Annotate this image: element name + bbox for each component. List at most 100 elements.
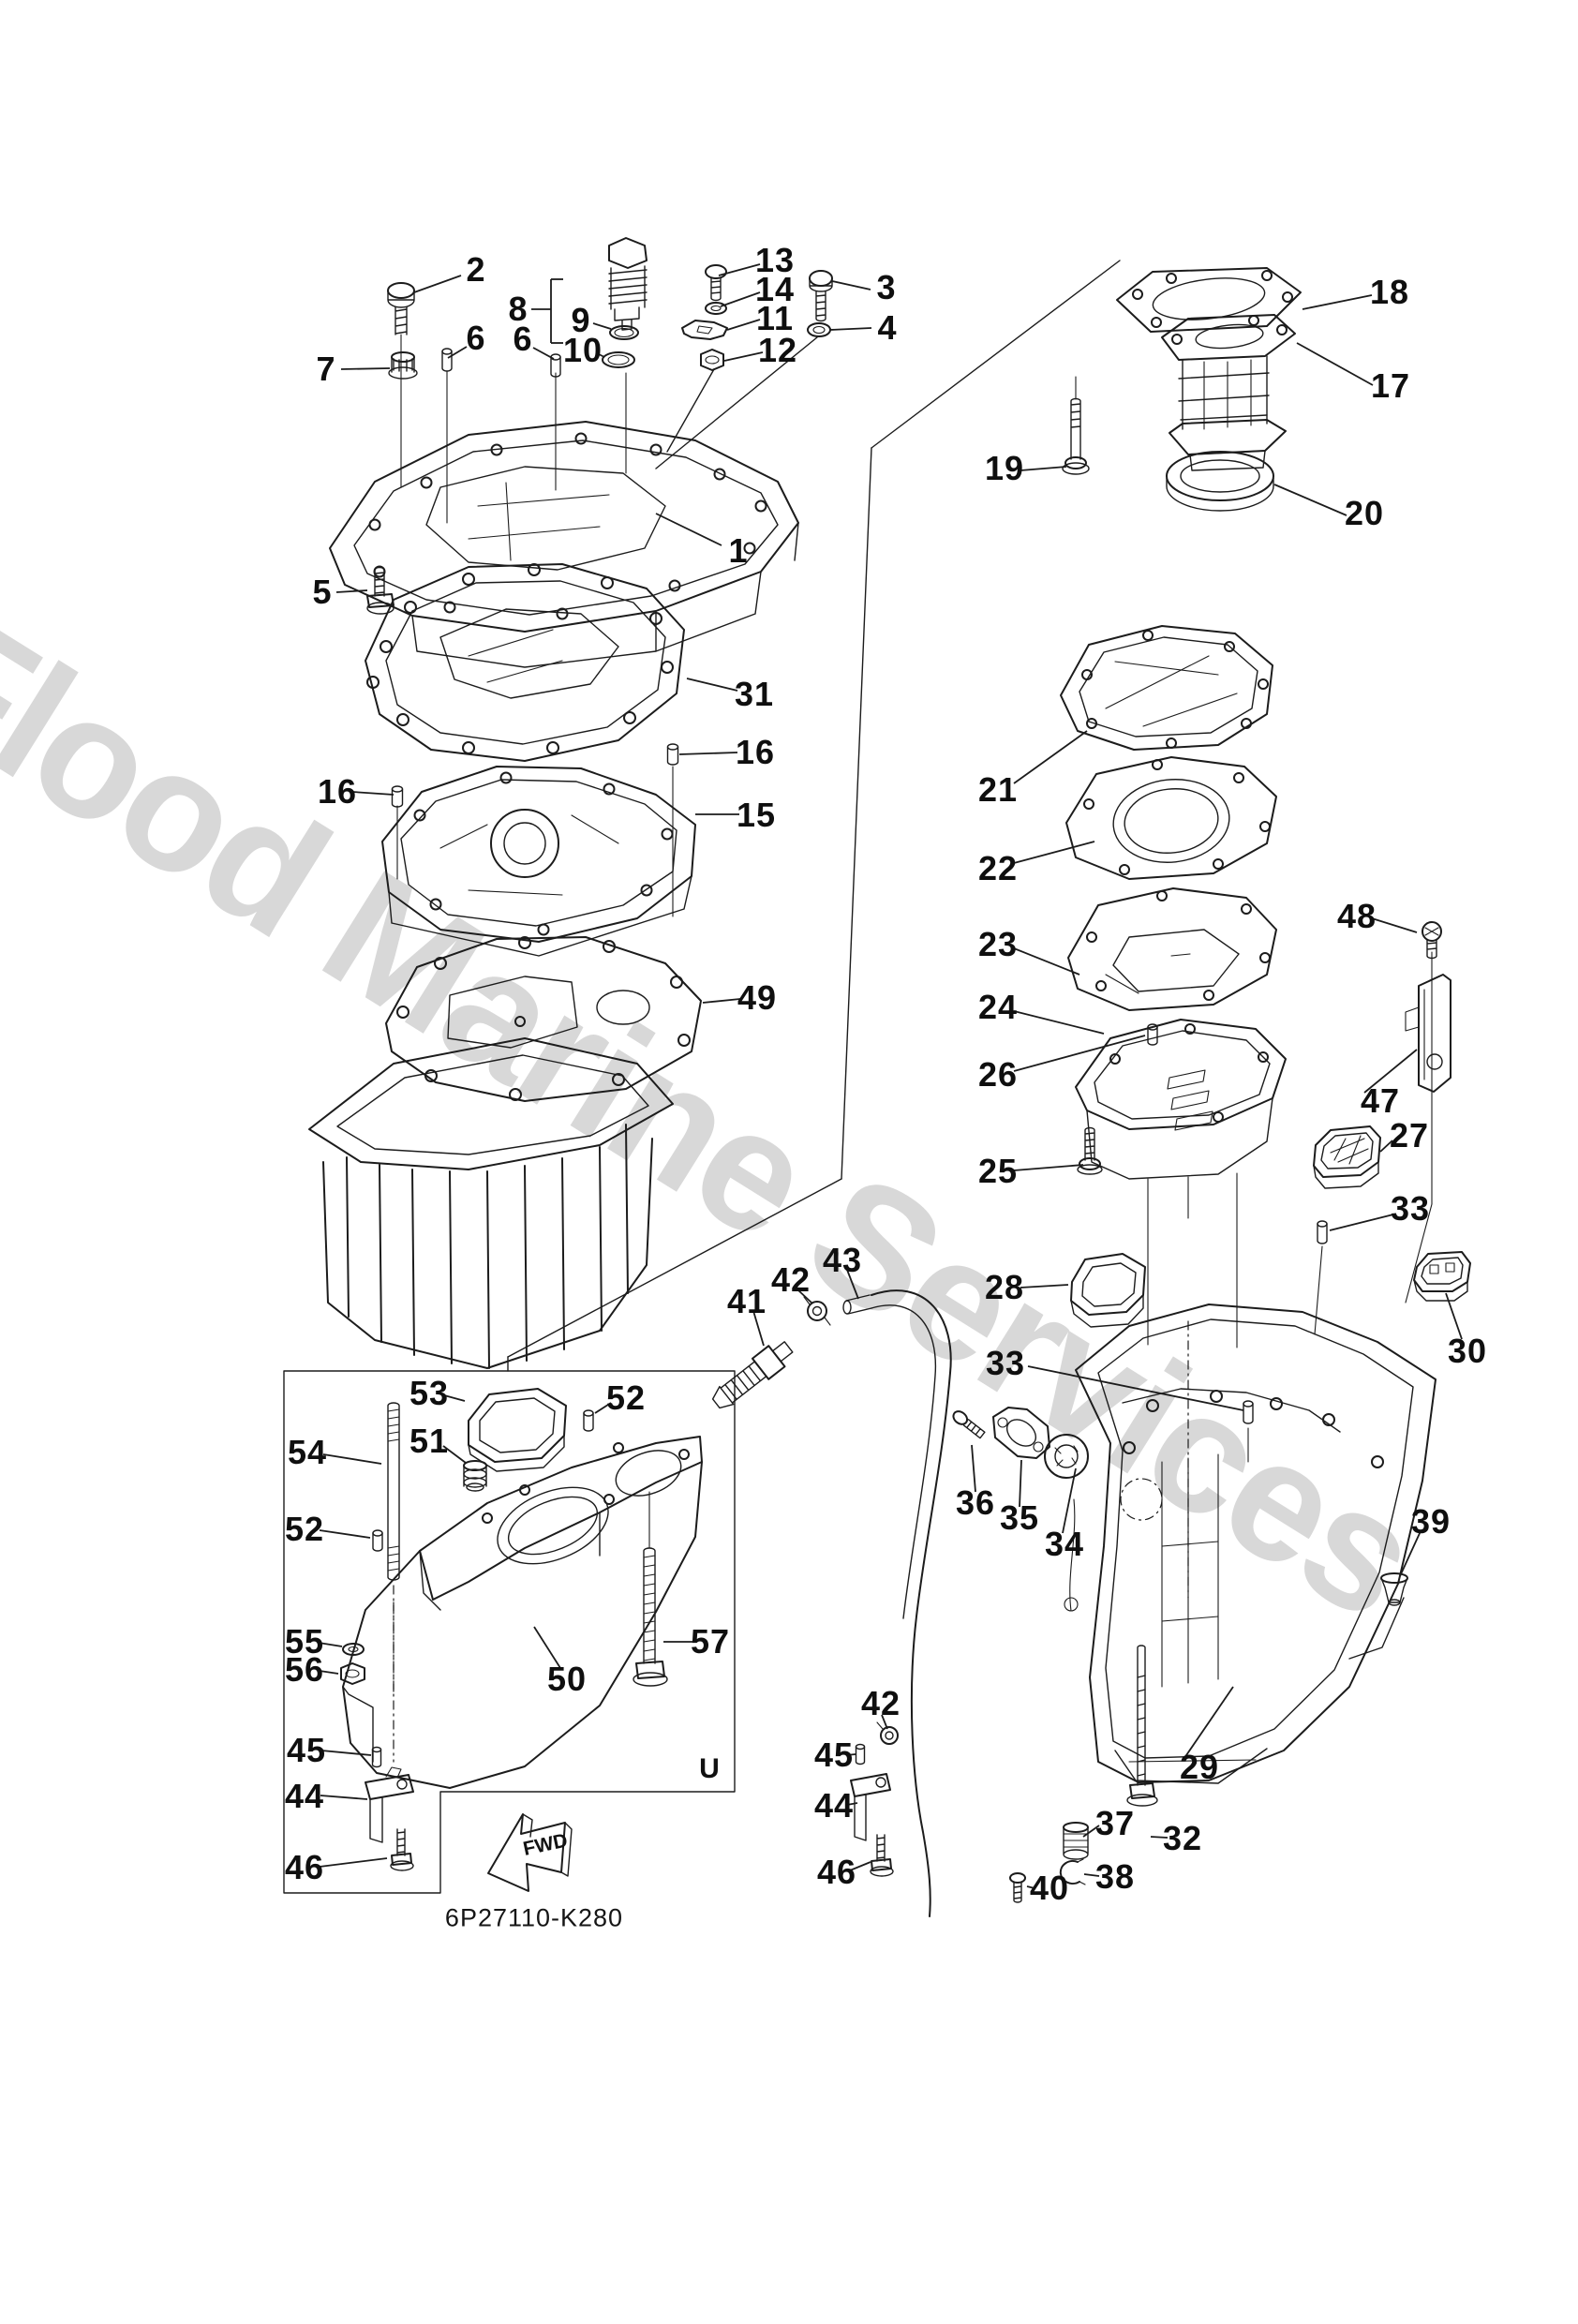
leader-line-51 <box>442 1445 467 1464</box>
leader-line-42 <box>881 1714 888 1730</box>
leader-line-31 <box>686 678 738 692</box>
callout-17: 17 <box>1370 366 1411 405</box>
pin-45-right <box>855 1743 866 1765</box>
leader-line-39 <box>1399 1530 1422 1577</box>
screw-48 <box>1422 921 1442 960</box>
construction-lines <box>393 260 1433 1692</box>
anode-44-right <box>850 1773 891 1841</box>
callout-45: 45 <box>286 1731 327 1769</box>
leader-line-26 <box>1013 1035 1146 1072</box>
drawing-code: 6P27110-K280 <box>444 1903 624 1932</box>
leader-line-16 <box>351 791 394 796</box>
part-upper-casing-1 <box>329 421 799 668</box>
callout-18: 18 <box>1369 273 1410 311</box>
callout-46: 46 <box>816 1853 857 1891</box>
callout-52: 52 <box>605 1378 647 1417</box>
leader-line-40 <box>1026 1885 1035 1889</box>
dowel-pin-16-right <box>666 743 679 766</box>
callout-35: 35 <box>999 1498 1040 1537</box>
nut-56 <box>340 1662 365 1685</box>
leader-line-41 <box>752 1310 765 1347</box>
callout-46: 46 <box>284 1848 325 1886</box>
callout-6: 6 <box>466 319 486 357</box>
plate-47 <box>1405 974 1451 1093</box>
leader-line-2 <box>413 275 462 293</box>
leader-line-21 <box>1013 730 1088 784</box>
callout-1: 1 <box>728 531 749 570</box>
callout-7: 7 <box>316 350 336 388</box>
leader-line-28 <box>1020 1284 1069 1289</box>
leader-line-22 <box>1013 841 1095 864</box>
hose-43 <box>842 1289 952 1917</box>
oil-filler-cap-8 <box>608 237 648 331</box>
callout-16: 16 <box>317 772 358 811</box>
leader-line-4 <box>829 327 872 331</box>
leader-line-24 <box>1013 1010 1105 1035</box>
callout-22: 22 <box>977 849 1019 887</box>
leader-line-34 <box>1062 1467 1077 1534</box>
plate-21 <box>1060 625 1273 751</box>
leader-line-32 <box>1150 1836 1169 1839</box>
screw-40 <box>1009 1872 1026 1903</box>
leader-line-13 <box>718 263 761 276</box>
gasket-22 <box>1065 756 1277 880</box>
leader-line-25 <box>1013 1164 1084 1171</box>
leader-line-55 <box>318 1642 343 1647</box>
leader-line-33 <box>1329 1214 1394 1231</box>
leader-line-44 <box>320 1795 368 1800</box>
callout-27: 27 <box>1389 1116 1430 1155</box>
callout-53: 53 <box>409 1374 450 1412</box>
dowel-pin-16-left <box>391 785 404 808</box>
leader-line-47 <box>1363 1049 1418 1094</box>
pin-45-left <box>371 1746 382 1768</box>
leader-line-17 <box>1296 342 1374 386</box>
callout-51: 51 <box>409 1422 450 1460</box>
callout-29: 29 <box>1179 1748 1220 1786</box>
callout-32: 32 <box>1162 1819 1203 1857</box>
callout-4: 4 <box>877 308 898 347</box>
callout-12: 12 <box>757 331 798 369</box>
duct-17 <box>1161 314 1296 471</box>
callout-3: 3 <box>876 268 897 306</box>
callout-39: 39 <box>1410 1502 1451 1541</box>
callout-34: 34 <box>1044 1525 1085 1563</box>
gasket-31 <box>365 563 685 762</box>
callout-49: 49 <box>737 978 778 1017</box>
callout-10: 10 <box>562 331 603 369</box>
leader-line-46 <box>849 1861 871 1871</box>
leader-line-9 <box>592 322 612 330</box>
callout-36: 36 <box>955 1483 996 1522</box>
leader-line-45 <box>845 1753 856 1756</box>
clip-42-right <box>876 1721 899 1745</box>
extension-housing-50 <box>342 1436 703 1789</box>
bolt-13 <box>705 264 727 302</box>
leader-line-52 <box>594 1402 612 1414</box>
callout-42: 42 <box>860 1684 901 1722</box>
bolt-57 <box>633 1547 668 1687</box>
leader-line-46 <box>319 1857 388 1868</box>
leader-line-49 <box>702 998 741 1004</box>
leader-line-36 <box>971 1444 976 1493</box>
leader-line-56 <box>319 1670 339 1675</box>
callout-6: 6 <box>513 320 533 358</box>
section-label: U <box>699 1753 720 1784</box>
callout-31: 31 <box>734 675 775 713</box>
leader-line-50 <box>533 1626 561 1669</box>
leader-line-3 <box>831 280 871 290</box>
anode-44-left <box>365 1766 414 1843</box>
washer-55 <box>342 1643 365 1656</box>
callout-44: 44 <box>813 1786 855 1825</box>
callout-5: 5 <box>312 573 333 611</box>
callout-50: 50 <box>546 1660 588 1698</box>
dowel-pin-52-left <box>372 1529 383 1552</box>
bolt-32 <box>1126 1645 1158 1807</box>
leader-line-33 <box>1027 1365 1244 1411</box>
callout-26: 26 <box>977 1055 1019 1094</box>
callout-2: 2 <box>466 250 486 289</box>
callout-21: 21 <box>977 770 1019 809</box>
leader-line-14 <box>720 291 761 307</box>
callout-44: 44 <box>284 1777 325 1815</box>
stud-54 <box>387 1402 400 1581</box>
callout-24: 24 <box>977 988 1019 1026</box>
